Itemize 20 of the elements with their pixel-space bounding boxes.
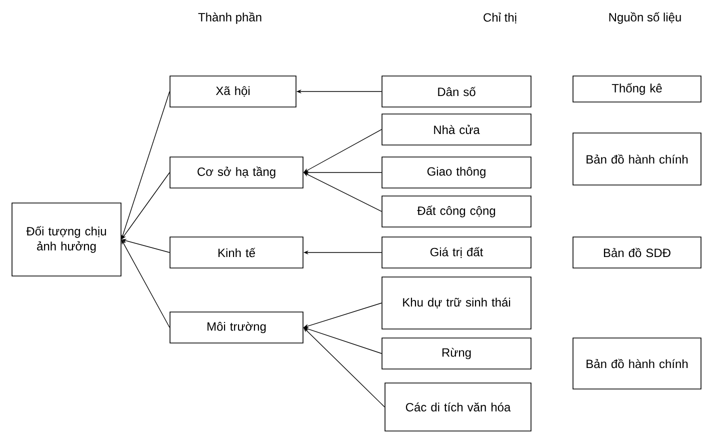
source-box: Bản đồ hành chính [572, 132, 702, 186]
indicator-box: Giá trị đất [382, 236, 532, 268]
indicator-box: Rừng [382, 338, 532, 370]
indicator-box: Dân số [382, 76, 532, 108]
component-box: Kinh tế [170, 236, 304, 268]
indicator-box: Giao thông [382, 156, 532, 188]
column-heading: Chỉ thị [484, 12, 516, 24]
component-box: Cơ sở hạ tầng [170, 156, 304, 188]
indicator-box: Nhà cửa [382, 114, 532, 146]
component-box: Môi trường [170, 312, 304, 344]
indicator-box: Các di tích văn hóa [384, 382, 532, 432]
indicator-box: Đất công cộng [382, 196, 532, 228]
source-box: Bản đồ hành chính [572, 338, 702, 390]
column-heading: Thành phần [198, 12, 262, 24]
object-box: Đối tượng chịu ảnh hưởng [12, 202, 122, 276]
component-box: Xã hội [170, 76, 296, 108]
column-heading: Nguồn số liệu [609, 12, 681, 24]
source-box: Thống kê [572, 76, 702, 102]
indicator-box: Khu dự trữ sinh thái [382, 276, 532, 330]
source-box: Bản đồ SDĐ [572, 236, 702, 268]
